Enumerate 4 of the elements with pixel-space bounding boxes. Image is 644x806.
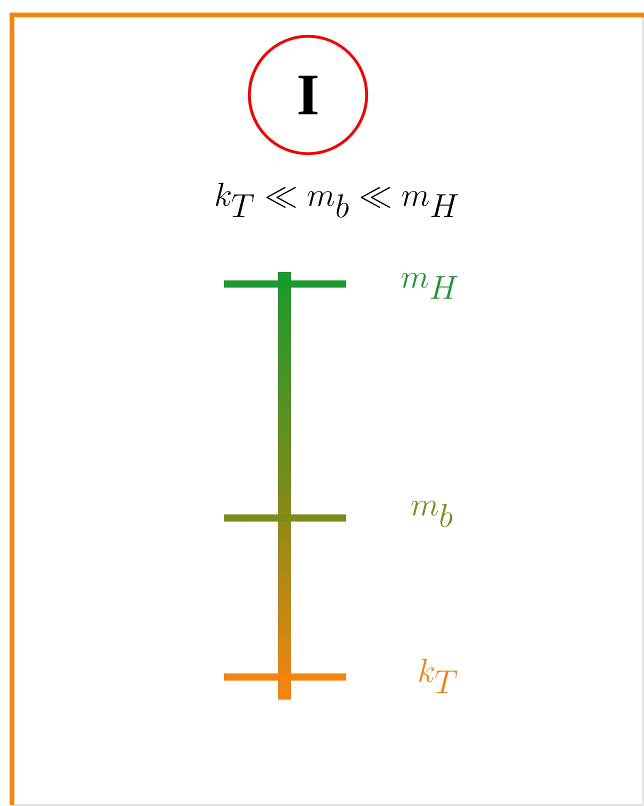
tick-label: $m_b$ bbox=[411, 500, 452, 528]
tick-label: $k_T$ bbox=[419, 658, 458, 694]
tick-label: $m_H$ bbox=[402, 272, 458, 299]
inequality-formula: $k_T \ll m_b \ll m_H$ bbox=[216, 182, 458, 218]
